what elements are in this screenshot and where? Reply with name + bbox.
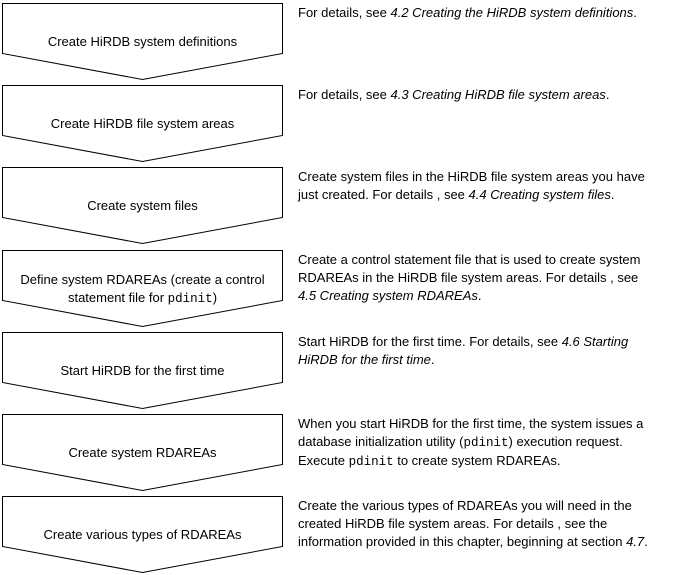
text-segment: ) <box>212 289 218 305</box>
process-shape-label: Create system RDAREAs <box>2 414 283 492</box>
process-shape-label-text: Define system RDAREAs (create a control s… <box>14 271 270 308</box>
flow-step: Start HiRDB for the first time Start HiR… <box>0 332 681 412</box>
text-segment: . <box>610 187 615 202</box>
text-segment: 4.3 Creating HiRDB file system areas <box>390 87 606 102</box>
text-segment: . <box>605 87 610 102</box>
text-segment: 4.2 Creating the HiRDB system definition… <box>390 5 634 20</box>
text-segment: Create the various types of RDAREAs you … <box>298 498 632 513</box>
step-description: Create a control statement file that is … <box>298 251 681 305</box>
flow-step: Create system files Create system files … <box>0 167 681 247</box>
text-segment: statement file for <box>67 289 168 305</box>
text-segment: Create system files in the HiRDB file sy… <box>298 169 645 184</box>
text-segment: . <box>644 534 648 549</box>
process-shape-label: Create system files <box>2 167 283 245</box>
step-description: For details, see 4.3 Creating HiRDB file… <box>298 86 681 104</box>
process-shape-label: Create various types of RDAREAs <box>2 496 283 574</box>
text-segment: database initialization utility ( <box>298 434 464 449</box>
text-segment: created HiRDB file system areas. For det… <box>298 516 608 531</box>
text-segment: Execute <box>298 453 349 468</box>
text-segment: information provided in this chapter, be… <box>298 534 627 549</box>
process-shape-label-text: Create HiRDB file system areas <box>45 115 241 133</box>
text-segment: 4.5 Creating system RDAREAs <box>298 288 478 303</box>
step-description: When you start HiRDB for the first time,… <box>298 415 681 471</box>
process-shape-label-text: Create system files <box>81 197 204 215</box>
step-description: Start HiRDB for the first time. For deta… <box>298 333 681 369</box>
text-segment: Define system RDAREAs (create a control <box>20 271 265 287</box>
process-shape: Start HiRDB for the first time <box>2 332 283 410</box>
text-segment: RDAREAs in the HiRDB file system areas. … <box>298 270 639 285</box>
text-segment: pdinit <box>463 436 509 450</box>
flow-step: Create system RDAREAs When you start HiR… <box>0 414 681 494</box>
process-shape-label: Start HiRDB for the first time <box>2 332 283 410</box>
text-segment: HiRDB for the first time <box>298 352 431 367</box>
text-segment: 4.6 Starting <box>561 334 629 349</box>
chevron-down-box-shape <box>2 496 283 574</box>
text-segment: ) execution request. <box>508 434 623 449</box>
text-segment: Create HiRDB system definitions <box>47 34 238 49</box>
text-segment: to create system RDAREAs. <box>393 453 561 468</box>
text-segment: Create a control statement file that is … <box>298 252 641 267</box>
text-segment: Create various types of RDAREAs <box>43 527 242 542</box>
process-shape: Create various types of RDAREAs <box>2 496 283 574</box>
text-segment: Create HiRDB file system areas <box>50 116 235 131</box>
text-segment: For details, see <box>298 87 391 102</box>
text-segment: 4.4 Creating system files <box>468 187 611 202</box>
text-segment: . <box>477 288 482 303</box>
chevron-down-box-shape <box>2 3 283 81</box>
chevron-down-box-shape <box>2 250 283 328</box>
step-description: For details, see 4.2 Creating the HiRDB … <box>298 4 681 22</box>
process-shape: Create system RDAREAs <box>2 414 283 492</box>
text-segment: Create system files <box>87 198 198 213</box>
chevron-down-box-shape <box>2 85 283 163</box>
process-shape: Define system RDAREAs (create a control s… <box>2 250 283 328</box>
process-shape: Create HiRDB system definitions <box>2 3 283 81</box>
process-shape: Create system files <box>2 167 283 245</box>
process-shape-label-text: Create system RDAREAs <box>62 444 222 462</box>
text-segment: Start HiRDB for the first time. For deta… <box>298 334 562 349</box>
text-segment: . <box>430 352 435 367</box>
flow-step: Create various types of RDAREAs Create t… <box>0 496 681 575</box>
process-shape-label-text: Create various types of RDAREAs <box>38 526 248 544</box>
process-shape-label: Create HiRDB file system areas <box>2 85 283 163</box>
chevron-down-box-shape <box>2 167 283 245</box>
process-shape-label: Define system RDAREAs (create a control s… <box>2 250 283 328</box>
step-description: Create the various types of RDAREAs you … <box>298 497 681 551</box>
step-description: Create system files in the HiRDB file sy… <box>298 168 681 204</box>
text-segment: pdinit <box>348 455 394 469</box>
text-segment: 4.7 <box>626 534 645 549</box>
text-segment: Create system RDAREAs <box>68 445 217 460</box>
chevron-down-box-shape <box>2 332 283 410</box>
process-shape-label-text: Create HiRDB system definitions <box>42 33 243 51</box>
chevron-down-box-shape <box>2 414 283 492</box>
process-shape-label-text: Start HiRDB for the first time <box>55 362 231 380</box>
flow-step: Create HiRDB file system areas For detai… <box>0 85 681 165</box>
text-segment: pdinit <box>167 291 213 306</box>
process-shape-label: Create HiRDB system definitions <box>2 3 283 81</box>
flow-step: Define system RDAREAs (create a control s… <box>0 250 681 330</box>
text-segment: Start HiRDB for the first time <box>60 363 225 378</box>
text-segment: When you start HiRDB for the first time,… <box>298 416 644 431</box>
process-shape: Create HiRDB file system areas <box>2 85 283 163</box>
flow-step: Create HiRDB system definitions For deta… <box>0 3 681 83</box>
text-segment: . <box>633 5 637 20</box>
text-segment: just created. For details , see <box>298 187 469 202</box>
text-segment: For details, see <box>298 5 391 20</box>
